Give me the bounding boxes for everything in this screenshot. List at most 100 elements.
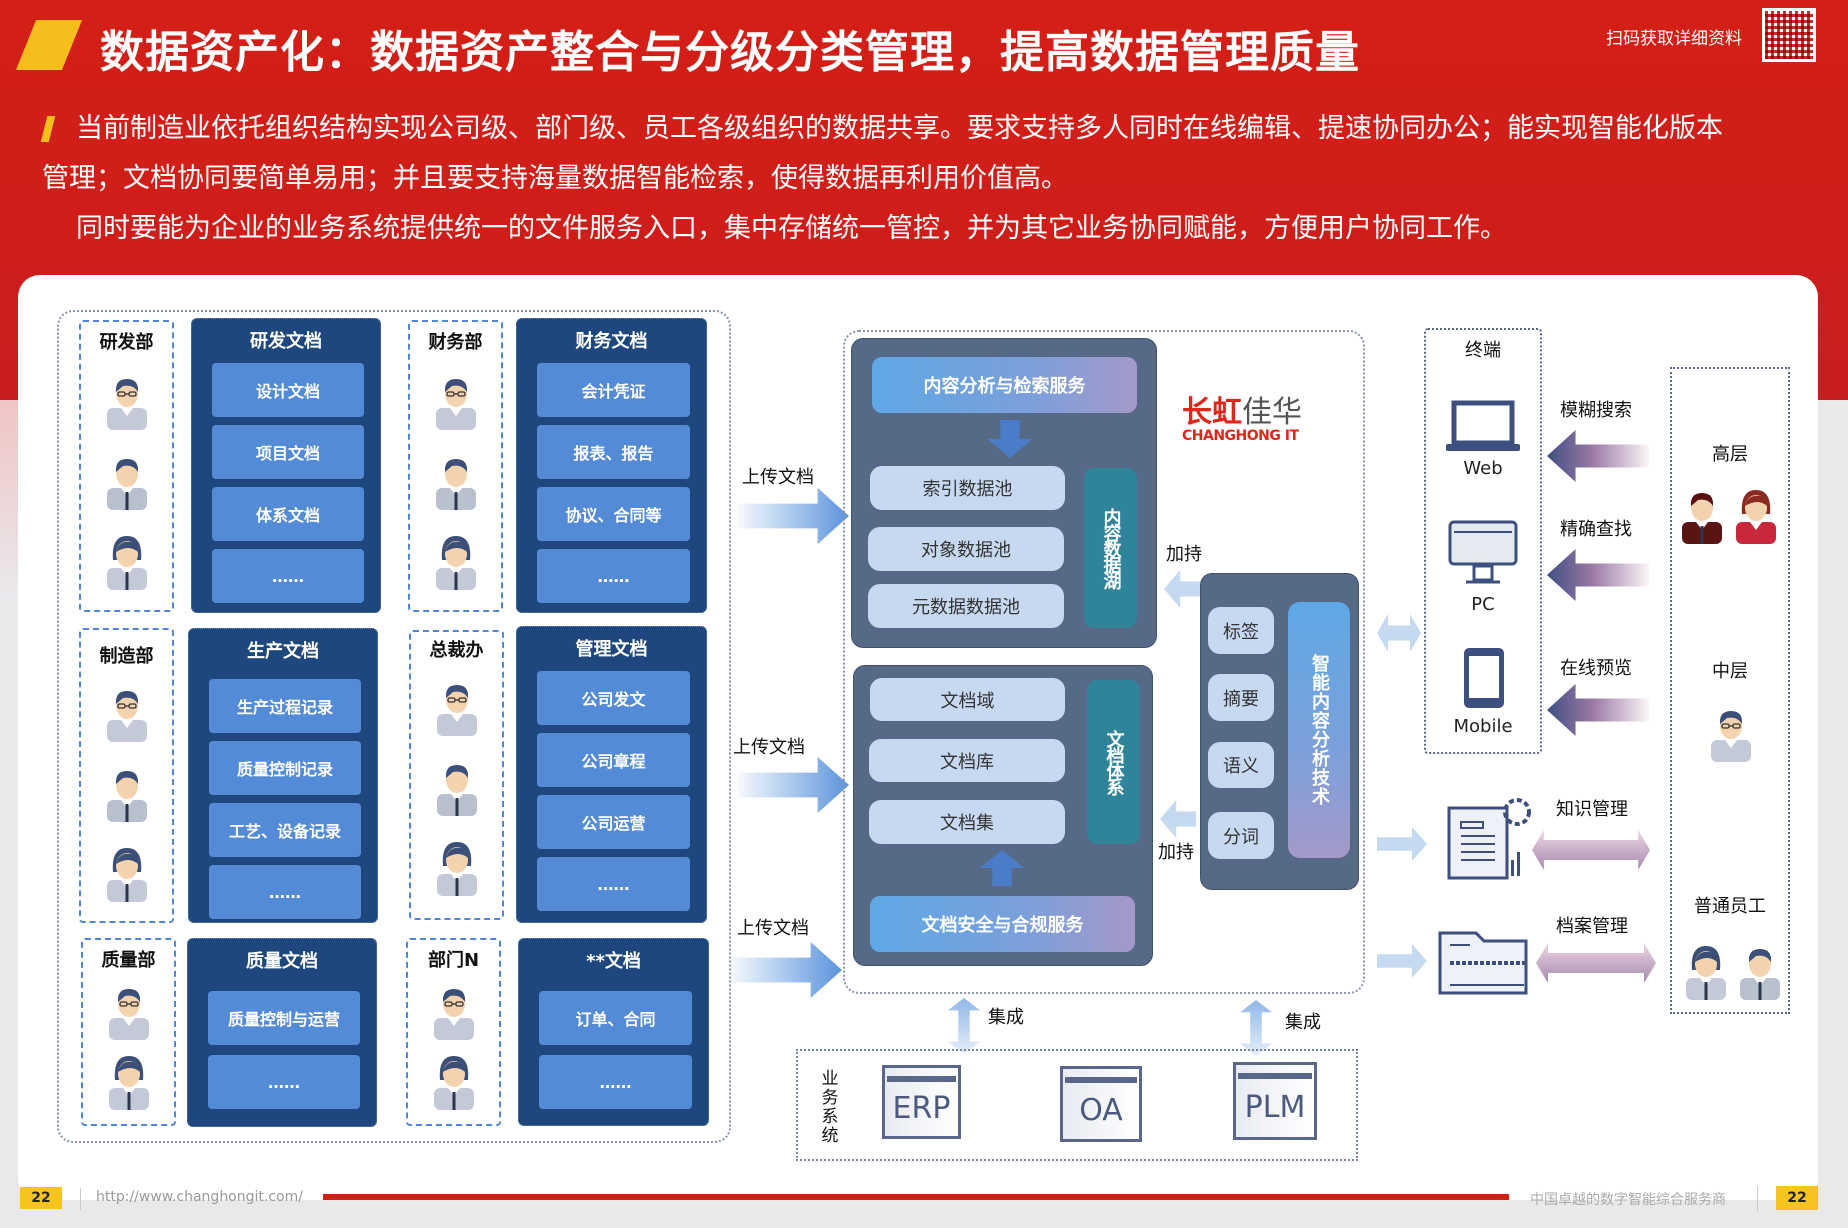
laptop-icon: [1446, 400, 1520, 451]
person-icon: [103, 450, 151, 510]
upload-label: 上传文档: [733, 737, 805, 758]
changhong-logo: 长虹佳华 CHANGHONG IT: [1182, 398, 1332, 450]
doc-item[interactable]: 项目文档: [212, 425, 364, 479]
dept-name: 财务部: [428, 332, 483, 353]
side-shade: [0, 400, 18, 600]
doc-system: 文档体系: [1087, 680, 1140, 844]
dept-president-office: 总裁办: [409, 630, 504, 920]
doc-item[interactable]: 报表、报告: [537, 425, 690, 479]
users-area: [1670, 367, 1790, 1014]
dept-name: 制造部: [99, 646, 154, 667]
function-fuzzy-search: 模糊搜索: [1560, 400, 1632, 421]
doc-library[interactable]: 文档库: [869, 739, 1065, 782]
doc-group-title: 质量文档: [246, 951, 318, 972]
user-level-staff: 普通员工: [1694, 896, 1766, 917]
senior-male-icon: [1678, 484, 1726, 544]
device-label-mobile: Mobile: [1453, 716, 1513, 737]
upload-label: 上传文档: [742, 467, 814, 488]
person-icon: [103, 370, 151, 430]
footer-divider: [80, 1188, 81, 1210]
staff-female-icon: [1682, 940, 1730, 1000]
dept-name: 研发部: [99, 332, 154, 353]
desktop-pc-icon: [1448, 520, 1518, 584]
dept-name: 部门N: [427, 950, 480, 971]
footer-divider: [1757, 1186, 1758, 1212]
doc-item[interactable]: 生产过程记录: [209, 679, 361, 733]
doc-item[interactable]: 公司发文: [537, 671, 690, 725]
doc-item[interactable]: ……: [539, 1055, 692, 1109]
doc-group-title: 财务文档: [575, 331, 648, 352]
tech-tag[interactable]: 语义: [1208, 742, 1274, 788]
doc-item[interactable]: 体系文档: [212, 487, 364, 541]
doc-group-title: 研发文档: [250, 331, 322, 352]
device-label-pc: PC: [1471, 594, 1495, 615]
page-number-right: 22: [1776, 1186, 1818, 1210]
mobile-icon: [1464, 648, 1504, 708]
footer-red-line: [323, 1194, 1509, 1200]
middle-manager-icon: [1707, 702, 1755, 762]
doc-set[interactable]: 文档集: [869, 800, 1065, 844]
doc-security-service[interactable]: 文档安全与合规服务: [870, 896, 1135, 952]
dept-manufacturing: 制造部: [79, 628, 174, 923]
person-icon: [432, 530, 480, 590]
doc-item[interactable]: ……: [537, 549, 690, 603]
pool-metadata[interactable]: 元数据数据池: [868, 584, 1064, 628]
doc-domain[interactable]: 文档域: [870, 678, 1065, 721]
business-systems-area: [796, 1049, 1358, 1161]
senior-female-icon: [1732, 484, 1780, 544]
doc-group-title: **文档: [586, 951, 641, 972]
integrate-label: 集成: [1285, 1012, 1321, 1033]
person-icon: [105, 980, 153, 1040]
qr-code-icon[interactable]: [1762, 8, 1816, 62]
organization-area: [57, 310, 731, 1143]
oa-system[interactable]: OA: [1060, 1066, 1142, 1142]
doc-item[interactable]: 质量控制记录: [209, 741, 361, 795]
function-archive-management: 档案管理: [1556, 916, 1628, 937]
footer-url[interactable]: http://www.changhongit.com/: [96, 1189, 303, 1205]
boost-label: 加持: [1166, 544, 1202, 565]
doc-item[interactable]: 公司章程: [537, 733, 690, 787]
function-exact-search: 精确查找: [1560, 519, 1632, 540]
intelligent-analysis-tech: 智能内容分析技术: [1288, 602, 1350, 858]
doc-item[interactable]: 会计凭证: [537, 363, 690, 417]
content-data-lake: 内容数据湖: [1084, 468, 1137, 628]
doc-item[interactable]: ……: [209, 865, 361, 919]
person-icon: [103, 530, 151, 590]
doc-item[interactable]: 订单、合同: [539, 991, 692, 1045]
staff-male-icon: [1736, 940, 1784, 1000]
person-icon: [433, 836, 481, 896]
tech-tag[interactable]: 摘要: [1208, 674, 1274, 721]
pool-index[interactable]: 索引数据池: [870, 466, 1065, 510]
doc-group-rd: 研发文档 设计文档 项目文档 体系文档 ……: [191, 318, 381, 613]
tech-tag[interactable]: 标签: [1208, 607, 1274, 654]
doc-item[interactable]: ……: [208, 1055, 360, 1109]
logo-en: CHANGHONG IT: [1182, 428, 1299, 444]
intro-line-3: 同时要能为企业的业务系统提供统一的文件服务入口，集中存储统一管控，并为其它业务协…: [76, 213, 1507, 244]
function-online-preview: 在线预览: [1560, 658, 1632, 679]
doc-item[interactable]: 协议、合同等: [537, 487, 690, 541]
person-icon: [103, 682, 151, 742]
dept-finance: 财务部: [408, 320, 503, 612]
dept-n: 部门N: [406, 938, 501, 1126]
doc-item[interactable]: 工艺、设备记录: [209, 803, 361, 857]
doc-item[interactable]: ……: [212, 549, 364, 603]
doc-item[interactable]: 公司运营: [537, 795, 690, 849]
person-icon: [430, 980, 478, 1040]
content-analysis-service[interactable]: 内容分析与检索服务: [872, 357, 1137, 413]
person-icon: [432, 450, 480, 510]
doc-item[interactable]: ……: [537, 857, 690, 911]
doc-group-production: 生产文档 生产过程记录 质量控制记录 工艺、设备记录 ……: [188, 628, 378, 923]
erp-system[interactable]: ERP: [882, 1065, 961, 1139]
doc-group-finance: 财务文档 会计凭证 报表、报告 协议、合同等 ……: [516, 318, 707, 613]
person-icon: [433, 676, 481, 736]
doc-item[interactable]: 设计文档: [212, 363, 364, 417]
archive-folder-icon: [1438, 931, 1528, 995]
doc-item[interactable]: 质量控制与运营: [208, 991, 360, 1045]
tech-tag[interactable]: 分词: [1208, 812, 1274, 859]
integrate-label: 集成: [988, 1007, 1024, 1028]
pool-object[interactable]: 对象数据池: [868, 527, 1064, 571]
doc-group-management: 管理文档 公司发文 公司章程 公司运营 ……: [516, 626, 707, 923]
logo-cn-grey: 佳华: [1242, 395, 1302, 430]
knowledge-doc-icon: [1447, 798, 1531, 880]
plm-system[interactable]: PLM: [1233, 1062, 1317, 1140]
